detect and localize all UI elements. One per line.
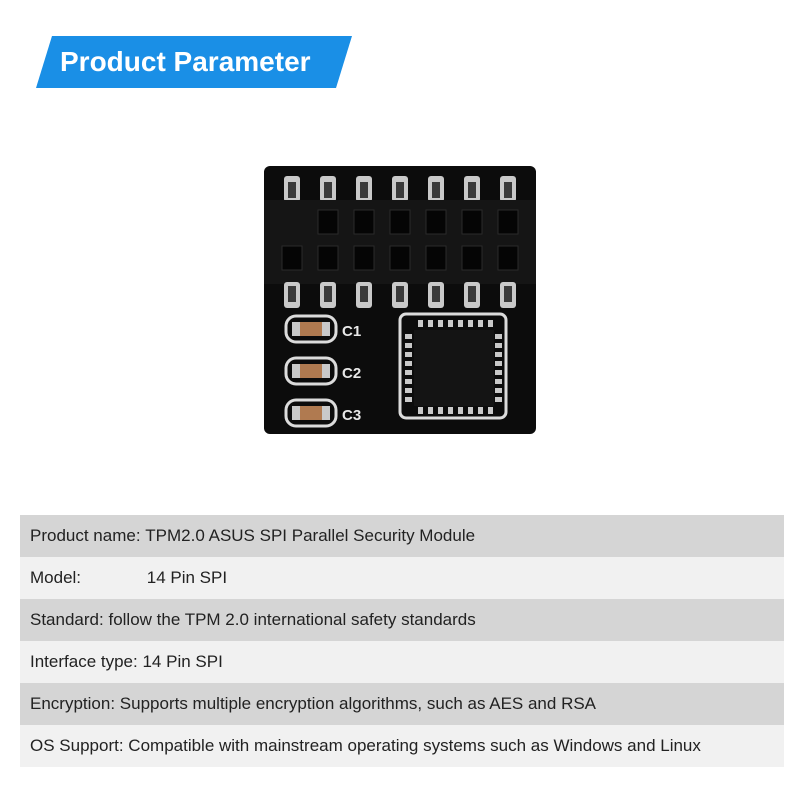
- chip-pad: [488, 320, 493, 327]
- spec-label: Model:: [30, 568, 82, 587]
- chip-pad: [478, 320, 483, 327]
- capacitor-outline: [284, 398, 338, 428]
- capacitor-body: [300, 364, 322, 378]
- header-pin-slot: [324, 286, 332, 302]
- chip-pad: [495, 352, 502, 357]
- chip-pad: [428, 320, 433, 327]
- header-pin-slot: [432, 182, 440, 198]
- spec-row-model: Model: 14 Pin SPI: [20, 557, 784, 599]
- spec-label: Product name:: [30, 526, 141, 545]
- capacitor-outline: [284, 314, 338, 344]
- spec-row-interface-type: Interface type: 14 Pin SPI: [20, 641, 784, 683]
- header-pin-slot: [360, 286, 368, 302]
- chip-pad: [495, 397, 502, 402]
- title-banner: Product Parameter: [36, 36, 352, 88]
- spec-row-encryption: Encryption: Supports multiple encryption…: [20, 683, 784, 725]
- chip-pad: [468, 320, 473, 327]
- chip-pad: [495, 361, 502, 366]
- chip-pad: [468, 407, 473, 414]
- chip-pad: [405, 334, 412, 339]
- chip-pad: [418, 407, 423, 414]
- chip-pad: [478, 407, 483, 414]
- header-socket: [461, 209, 483, 235]
- header-pin-slot: [396, 286, 404, 302]
- spec-label: OS Support:: [30, 736, 124, 755]
- chip-pad: [488, 407, 493, 414]
- chip-pad: [495, 379, 502, 384]
- header-pin-slot: [468, 286, 476, 302]
- spec-label: Encryption:: [30, 694, 116, 713]
- header-socket: [425, 209, 447, 235]
- capacitor-body: [300, 322, 322, 336]
- chip-pad: [405, 361, 412, 366]
- header-socket: [461, 245, 483, 271]
- header-pin-slot: [396, 182, 404, 198]
- chip-pad: [405, 379, 412, 384]
- capacitor-outline: [284, 356, 338, 386]
- chip-pad: [405, 352, 412, 357]
- chip-pad: [405, 370, 412, 375]
- spec-value: Supports multiple encryption algorithms,…: [119, 694, 597, 713]
- spec-row-standard: Standard: follow the TPM 2.0 internation…: [20, 599, 784, 641]
- tpm-chip: [414, 330, 494, 406]
- spec-value: TPM2.0 ASUS SPI Parallel Security Module: [145, 526, 476, 545]
- header-socket: [389, 209, 411, 235]
- header-socket: [389, 245, 411, 271]
- header-socket: [497, 209, 519, 235]
- spec-value: 14 Pin SPI: [146, 568, 228, 587]
- chip-pad: [495, 343, 502, 348]
- tpm-module-illustration: C1 C2 C3: [264, 166, 536, 434]
- capacitor-label-c2: C2: [342, 365, 361, 382]
- spec-label: Standard:: [30, 610, 104, 629]
- chip-pad: [458, 407, 463, 414]
- banner-background: [36, 36, 352, 88]
- chip-pad: [495, 370, 502, 375]
- spec-row-os-support: OS Support: Compatible with mainstream o…: [20, 725, 784, 767]
- chip-pad: [405, 397, 412, 402]
- chip-pad: [495, 334, 502, 339]
- header-socket: [497, 245, 519, 271]
- spec-row-product-name: Product name: TPM2.0 ASUS SPI Parallel S…: [20, 515, 784, 557]
- spec-value: 14 Pin SPI: [142, 652, 223, 671]
- chip-pad: [458, 320, 463, 327]
- tpm-module-photo: C1 C2 C3: [262, 164, 538, 436]
- spec-label: Interface type:: [30, 652, 138, 671]
- chip-outline: [398, 312, 508, 420]
- header-socket: [425, 245, 447, 271]
- spec-table: Product name: TPM2.0 ASUS SPI Parallel S…: [20, 515, 784, 767]
- chip-pad: [448, 407, 453, 414]
- header-pin-slot: [288, 182, 296, 198]
- header-socket: [317, 209, 339, 235]
- header-socket: [317, 245, 339, 271]
- chip-pad: [448, 320, 453, 327]
- capacitor-label-c3: C3: [342, 407, 361, 424]
- header-pin-slot: [324, 182, 332, 198]
- chip-pad: [428, 407, 433, 414]
- header-pin-slot: [468, 182, 476, 198]
- header-socket: [353, 245, 375, 271]
- capacitor-body: [300, 406, 322, 420]
- spec-value: follow the TPM 2.0 international safety …: [108, 610, 476, 629]
- header-pin-slot: [504, 182, 512, 198]
- header-socket: [353, 209, 375, 235]
- spec-value: Compatible with mainstream operating sys…: [128, 736, 701, 755]
- chip-pad: [438, 407, 443, 414]
- capacitor-label-c1: C1: [342, 323, 361, 340]
- header-pin-slot: [288, 286, 296, 302]
- chip-pad: [438, 320, 443, 327]
- chip-pad: [418, 320, 423, 327]
- header-pin-slot: [360, 182, 368, 198]
- page-title: Product Parameter: [60, 46, 311, 77]
- header-pin-slot: [432, 286, 440, 302]
- chip-pad: [405, 343, 412, 348]
- header-socket: [281, 245, 303, 271]
- chip-pad: [495, 388, 502, 393]
- header-pin-slot: [504, 286, 512, 302]
- chip-pad: [405, 388, 412, 393]
